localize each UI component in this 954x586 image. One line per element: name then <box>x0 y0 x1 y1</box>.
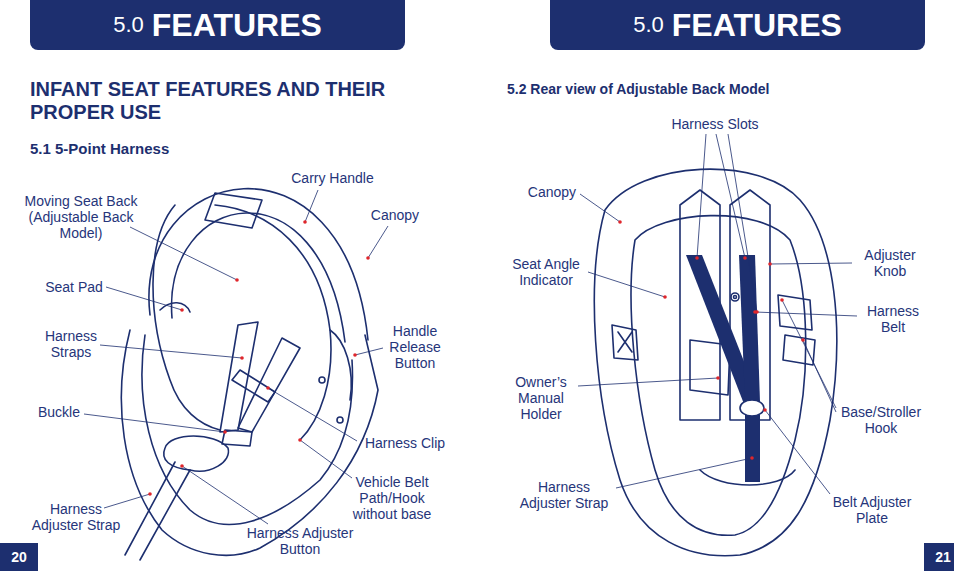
part-label: Canopy <box>522 184 582 200</box>
part-label: Belt Adjuster Plate <box>822 494 922 526</box>
part-label: Harness Straps <box>38 328 104 360</box>
part-label: Adjuster Knob <box>853 247 927 279</box>
subsection-heading: 5.1 5-Point Harness <box>30 141 280 157</box>
section-number: 5.0 <box>113 12 144 38</box>
part-label: Carry Handle <box>275 170 390 186</box>
part-label: Canopy <box>362 207 428 223</box>
part-label: Vehicle Belt Path/Hook without base <box>344 474 440 522</box>
header-band: 5.0 FEATURES <box>550 0 925 50</box>
page-number-box: 20 <box>0 543 38 571</box>
header-band: 5.0 FEATURES <box>30 0 405 50</box>
page-number: 21 <box>935 549 951 565</box>
part-label: Owner’s Manual Holder <box>505 374 577 422</box>
part-label: Base/Stroller Hook <box>833 404 929 436</box>
header-title: FEATURES <box>672 7 842 44</box>
page-number-box: 21 <box>924 543 954 571</box>
part-label: Harness Adjuster Strap <box>24 501 128 533</box>
part-label: Seat Angle Indicator <box>505 256 587 288</box>
part-label: Harness Belt <box>858 303 928 335</box>
part-label: Harness Adjuster Strap <box>512 479 616 511</box>
part-label: Harness Slots <box>660 116 770 132</box>
header-title: FEATURES <box>152 7 322 44</box>
part-label: Handle Release Button <box>384 323 446 371</box>
part-label: Seat Pad <box>38 279 110 295</box>
part-label: Harness Adjuster Button <box>240 525 360 557</box>
page-number: 20 <box>11 549 27 565</box>
section-heading: INFANT SEAT FEATURES AND THEIR PROPER US… <box>30 78 445 124</box>
part-label: Buckle <box>33 404 85 420</box>
part-label: Moving Seat Back (Adjustable Back Model) <box>22 193 140 241</box>
subsection-heading: 5.2 Rear view of Adjustable Back Model <box>507 81 837 97</box>
part-label: Harness Clip <box>360 435 450 451</box>
section-number: 5.0 <box>633 12 664 38</box>
